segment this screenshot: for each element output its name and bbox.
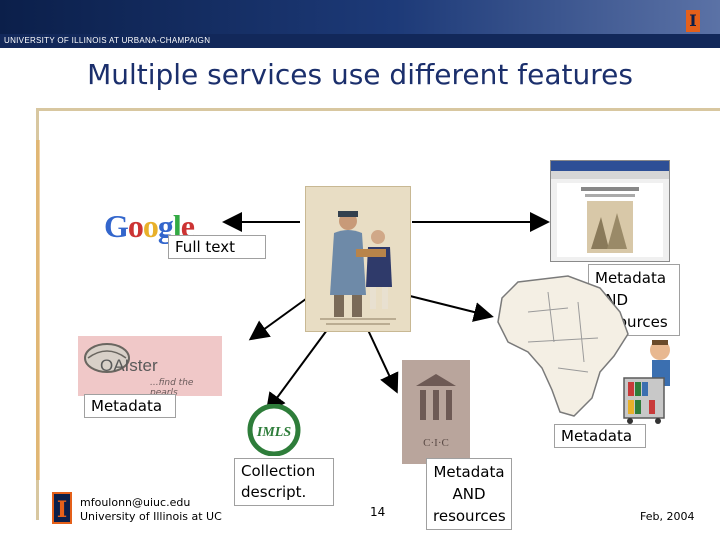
cic-columns-icon: C·I·C — [416, 374, 456, 449]
print-figures-illustration — [320, 211, 396, 325]
footer-date: Feb, 2004 — [640, 510, 695, 523]
arrow-to-map — [409, 295, 494, 322]
arrow-to-cic — [367, 329, 399, 394]
slide-title: Multiple services use different features — [87, 58, 633, 91]
oaister-name: OAIster — [100, 356, 158, 375]
arrow-to-imls — [265, 325, 331, 414]
label-line: Metadata — [433, 463, 505, 481]
left-divider-accent — [36, 140, 40, 480]
browser-window-illustration — [551, 161, 669, 257]
metadata-and-resources-label-bottom: Metadata AND resources — [426, 458, 512, 530]
full-text-label: Full text — [168, 235, 266, 259]
oaister-logo: OAIster ...find the pearls — [78, 336, 222, 398]
librarian-cart-illustration — [623, 340, 670, 424]
header-banner — [0, 0, 720, 34]
footer-illinois-logo-icon: I — [52, 492, 72, 524]
page-number: 14 — [370, 505, 386, 519]
metadata-label-map: Metadata — [554, 424, 646, 448]
librarian-cart-graphic — [622, 336, 682, 424]
oyster-shell-icon — [84, 343, 130, 373]
label-line: resources — [433, 507, 506, 525]
imls-seal-icon: IMLS — [247, 403, 301, 457]
label-line: Collection — [241, 462, 316, 480]
map-illustration — [497, 275, 629, 417]
historical-print-image — [305, 186, 411, 332]
svg-text:IMLS: IMLS — [256, 425, 291, 440]
google-logo: Google — [104, 208, 195, 244]
illinois-logo-icon: I — [686, 10, 700, 32]
africa-map-graphic — [488, 272, 638, 422]
website-screenshot-thumbnail — [550, 160, 670, 262]
arrow-to-oaister — [248, 295, 311, 341]
university-name-bar: UNIVERSITY OF ILLINOIS AT URBANA-CHAMPAI… — [0, 34, 720, 48]
footer-university: University of Illinois at UC — [80, 510, 222, 523]
label-line: Metadata — [595, 269, 667, 287]
cic-logo: C·I·C — [402, 360, 470, 464]
collection-descript-label: Collection descript. — [234, 458, 334, 506]
label-line: AND — [452, 485, 486, 503]
metadata-label-left: Metadata — [84, 394, 176, 418]
imls-logo: IMLS — [238, 403, 310, 457]
oaister-tagline: ...find the pearls — [150, 378, 194, 398]
title-divider — [36, 108, 720, 111]
cic-text: C·I·C — [423, 437, 449, 449]
footer-email: mfoulonn@uiuc.edu — [80, 496, 191, 509]
label-line: descript. — [241, 483, 307, 501]
